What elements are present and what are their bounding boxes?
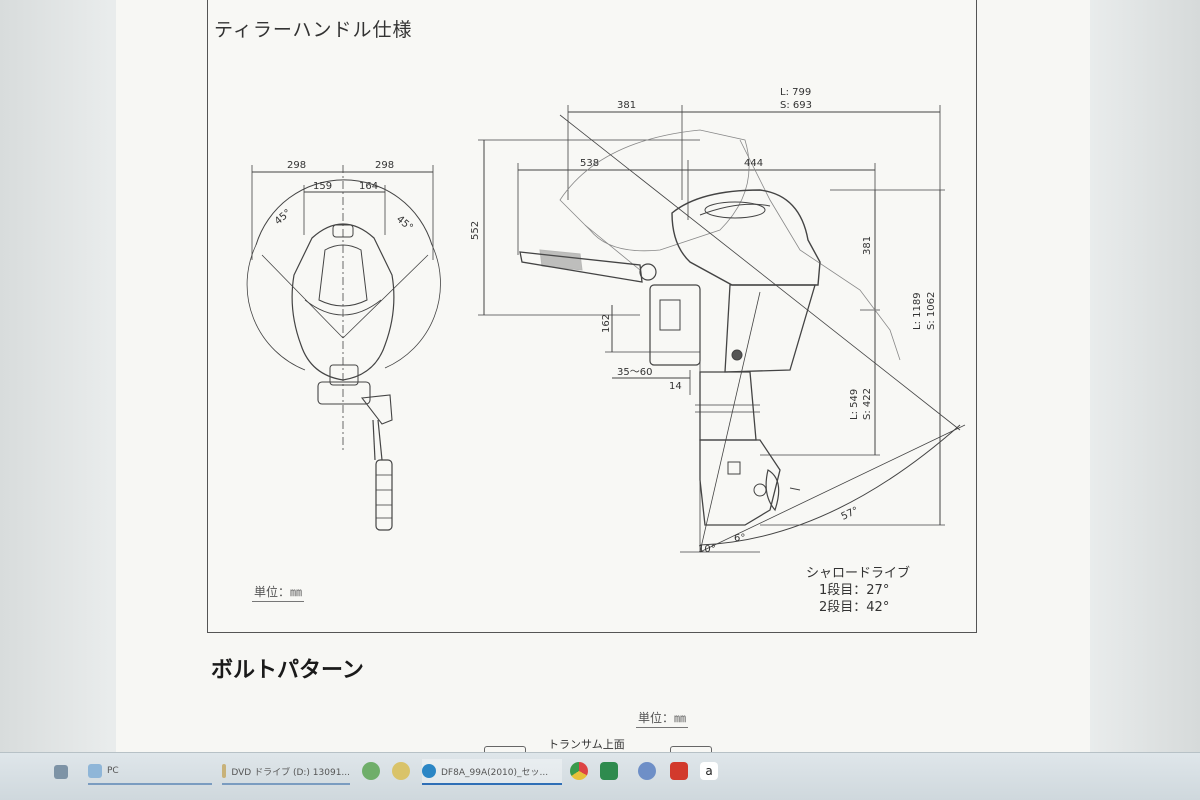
angle-10: 10° <box>698 544 716 555</box>
taskbar-window-label: DVD ドライブ (D:) 13091... <box>231 767 350 778</box>
chrome-icon[interactable] <box>570 762 588 780</box>
dim-width-left: 298 <box>287 160 306 171</box>
angle-6: 6° <box>734 533 745 544</box>
taskbar: PC DVD ドライブ (D:) 13091... DF8A_99A(2010)… <box>0 752 1200 800</box>
taskbar-window-label: PC <box>107 766 119 776</box>
dim-14: 14 <box>669 381 682 392</box>
shallow-drive-stage2: 2段目：42° <box>819 600 890 615</box>
diagram-title: ティラーハンドル仕様 <box>214 19 413 41</box>
task-view-icon <box>54 765 68 779</box>
bolt-pattern-title: ボルトパターン <box>211 658 364 683</box>
app-icon-b[interactable] <box>392 762 410 780</box>
acrobat-icon[interactable] <box>670 762 688 780</box>
front-view <box>246 165 441 531</box>
dim-35-60: 35～60 <box>617 367 652 378</box>
dim-height-552: 552 <box>470 221 481 240</box>
dim-lower-S: S: 422 <box>862 388 873 420</box>
amazon-icon[interactable]: a <box>700 762 718 780</box>
taskbar-window-pc[interactable]: PC <box>88 759 212 785</box>
dim-total-L: L: 1189 <box>912 292 923 330</box>
transom-label: トランサム上面 <box>548 738 625 751</box>
dim-inner-right: 164 <box>359 181 378 192</box>
shallow-drive-label: シャロードライブ <box>806 566 911 581</box>
unit-label-bolt: 単位：㎜ <box>636 709 689 728</box>
dim-width-right: 298 <box>375 160 394 171</box>
dim-length-L: L: 799 <box>780 87 811 98</box>
diagram-frame <box>207 0 977 633</box>
dvd-drive-icon <box>222 764 227 778</box>
taskbar-window-edge[interactable]: DF8A_99A(2010)_セッ... <box>422 759 562 785</box>
unit-label-diagram: 単位：㎜ <box>252 583 305 602</box>
dim-lower-L: L: 549 <box>849 389 860 420</box>
bolt-box-right <box>670 746 712 754</box>
dim-total-S: S: 1062 <box>926 292 937 330</box>
task-view-button[interactable] <box>54 759 78 785</box>
excel-icon[interactable] <box>600 762 618 780</box>
shallow-drive-stage1: 1段目：27° <box>819 583 890 598</box>
taskbar-window-dvd[interactable]: DVD ドライブ (D:) 13091... <box>222 759 350 785</box>
dim-handle-538: 538 <box>580 158 599 169</box>
settings-icon[interactable] <box>638 762 656 780</box>
angle-right: 45° <box>394 214 415 234</box>
dimension-labels: 298 298 159 164 45° 45° 381 L: 799 S: 69… <box>273 87 937 555</box>
edge-browser-icon <box>422 764 436 778</box>
taskbar-window-label: DF8A_99A(2010)_セッ... <box>441 767 549 778</box>
dim-top-381: 381 <box>617 100 636 111</box>
dim-height-381: 381 <box>862 236 873 255</box>
dim-inner-left: 159 <box>313 181 332 192</box>
pc-icon <box>88 764 102 778</box>
dim-162: 162 <box>601 314 612 333</box>
shallow-drive-note: シャロードライブ 1段目：27° 2段目：42° <box>806 565 910 616</box>
angle-57: 57° <box>840 505 861 522</box>
dim-length-S: S: 693 <box>780 100 812 111</box>
dim-head-444: 444 <box>744 158 763 169</box>
bolt-box-left <box>484 746 526 754</box>
side-view <box>478 105 966 553</box>
app-icon-a[interactable] <box>362 762 380 780</box>
outboard-motor-drawing: 298 298 159 164 45° 45° 381 L: 799 S: 69… <box>246 87 966 555</box>
